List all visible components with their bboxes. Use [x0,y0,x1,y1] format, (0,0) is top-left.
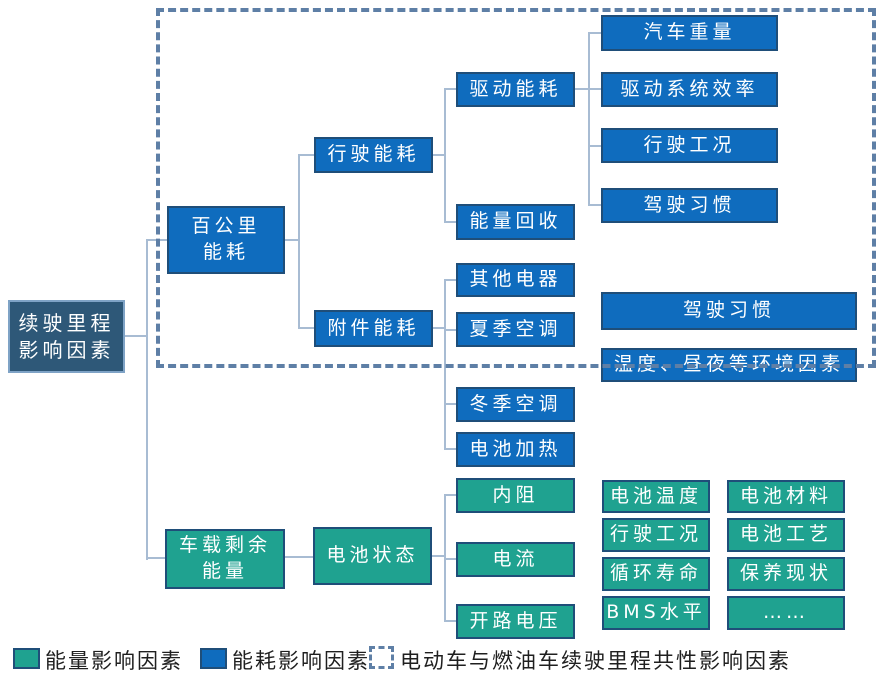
connector-line [146,557,166,559]
node-battery-state: 电池状态 [313,527,432,585]
node-cycle-life: 循环寿命 [602,557,710,591]
connector-line [433,327,445,329]
connector-line [285,556,313,558]
node-open-circuit-voltage: 开路电压 [456,604,575,639]
node-driving-range-factors: 续驶里程 影响因素 [8,300,125,373]
node-battery-temperature: 电池温度 [602,480,710,513]
connector-line [444,558,456,560]
node-vehicle-weight: 汽车重量 [601,15,778,51]
node-maintenance-status: 保养现状 [727,557,845,591]
node-summer-ac: 夏季空调 [456,312,575,347]
node-current: 电流 [456,542,575,577]
legend-consumption-label: 能耗影响因素 [232,649,370,673]
legend-consumption-swatch [200,648,227,669]
node-driving-habits: 驾驶习惯 [601,188,778,223]
connector-line [444,279,446,450]
node-driving-energy: 行驶能耗 [314,137,433,173]
connector-line [433,154,445,156]
connector-line [588,145,601,147]
node-ellipsis: …… [727,596,845,630]
connector-line [444,221,456,223]
connector-line [444,88,446,223]
node-environment-factors: 温度、昼夜等环境因素 [601,348,857,382]
connector-line [444,494,456,496]
connector-line [298,154,314,156]
connector-line [298,327,314,329]
connector-line [444,88,456,90]
connector-line [146,239,148,560]
node-drive-energy: 驱动能耗 [456,72,575,107]
connector-line [125,335,147,337]
connector-line [588,32,601,34]
connector-line [298,154,300,329]
legend-common-label: 电动车与燃油车续驶里程共性影响因素 [400,649,791,673]
connector-line [444,403,456,405]
connector-line [146,239,167,241]
node-energy-per-100km: 百公里 能耗 [167,206,285,274]
node-driving-habits-common: 驾驶习惯 [601,292,857,330]
legend-energy-label: 能量影响因素 [45,649,183,673]
connector-line [444,448,456,450]
node-battery-process: 电池工艺 [727,518,845,552]
node-driving-conditions: 行驶工况 [601,128,778,163]
node-drive-system-efficiency: 驱动系统效率 [601,72,778,107]
node-other-electronics: 其他电器 [456,263,575,297]
node-internal-resistance: 内阻 [456,478,575,513]
connector-line [588,204,601,206]
node-winter-ac: 冬季空调 [456,387,575,422]
node-bms-level: BMS水平 [602,596,710,630]
connector-line [285,239,300,241]
node-energy-recovery: 能量回收 [456,204,575,240]
node-driving-conditions-battery: 行驶工况 [602,518,710,552]
connector-line [588,32,590,206]
node-battery-heating: 电池加热 [456,432,575,467]
legend-energy-swatch [13,648,40,669]
legend-dashed-swatch [369,646,394,669]
node-battery-material: 电池材料 [727,480,845,513]
connector-line [432,555,445,557]
connector-line [444,329,456,331]
connector-line [444,620,456,622]
node-accessory-energy: 附件能耗 [314,310,433,347]
node-onboard-remaining-energy: 车载剩余 能量 [165,529,285,589]
connector-line [444,279,456,281]
